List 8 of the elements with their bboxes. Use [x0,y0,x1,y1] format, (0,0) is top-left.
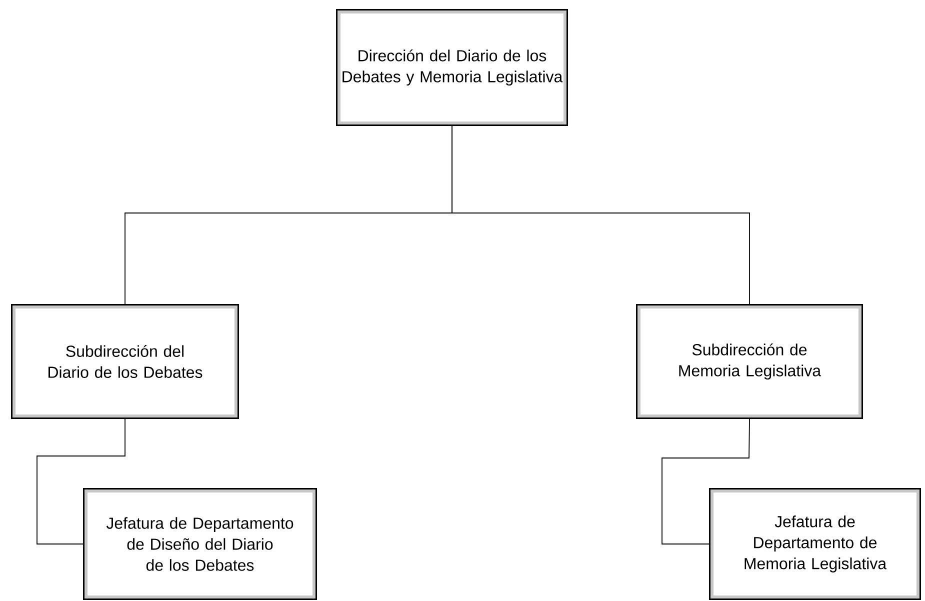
org-box: Jefatura de Departamento de Memoria Legislativa [709,488,921,600]
connector-line [662,418,750,544]
connector-line [452,126,750,304]
connector-line [36,418,126,544]
org-box: Subdirección del Diario de los Debates [11,304,239,419]
org-box: Subdirección de Memoria Legislativa [636,304,863,419]
org-box: Dirección del Diario de los Debates y Memoria Legislativa [336,9,568,126]
org-box: Jefatura de Departamento de Diseño del Diario de los Debates [83,488,317,600]
